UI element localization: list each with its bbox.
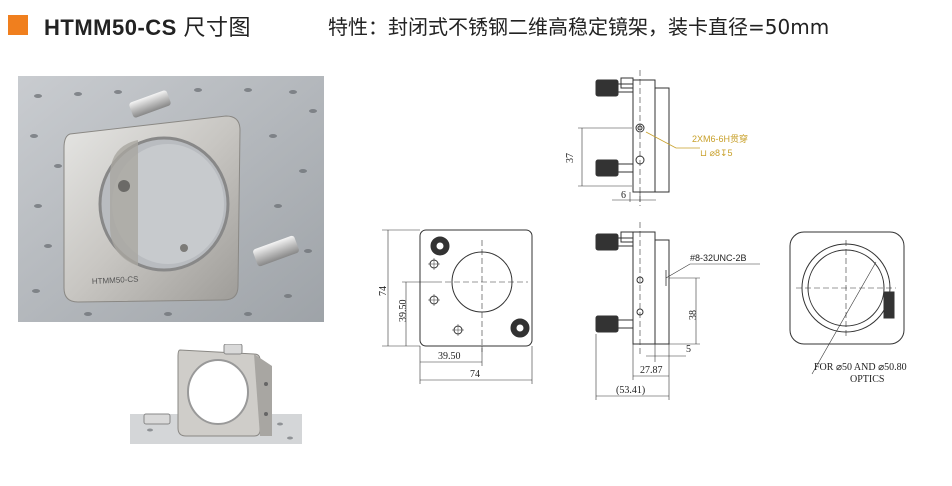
model-suffix: 尺寸图 (183, 15, 251, 40)
model-name: HTMM50-CS (44, 15, 177, 40)
features-text: 特性：封闭式不锈钢二维高稳定镜架，装卡直径=50mm (328, 15, 830, 39)
dim-38: 38 (688, 310, 699, 320)
optics-line2: OPTICS (850, 374, 884, 385)
callout-line1: 2XM6-6H贯穿 (692, 133, 748, 144)
side-view (595, 222, 760, 400)
dim-6: 6 (621, 190, 626, 201)
front-view (382, 229, 533, 384)
rear-view (789, 231, 905, 375)
top-view (578, 70, 700, 206)
title-marker (8, 15, 28, 35)
product-photo-front: HTMM50-CS (18, 76, 324, 322)
header: HTMM50-CS 尺寸图 特性：封闭式不锈钢二维高稳定镜架，装卡直径=50mm (8, 8, 948, 40)
dim-74-horizontal: 74 (470, 369, 480, 380)
dim-37: 37 (565, 153, 576, 163)
dim-39-50-horizontal: 39.50 (438, 351, 461, 362)
optics-line1: FOR ⌀50 AND ⌀50.80 (814, 362, 907, 373)
engraving-text: HTMM50-CS (92, 275, 139, 286)
page-title: HTMM50-CS 尺寸图 (44, 10, 251, 42)
callout-line2: ⊔ ⌀8↧5 (700, 148, 733, 158)
dim-5: 5 (686, 344, 691, 355)
dim-39-50-vertical: 39.50 (398, 300, 409, 323)
dim-74-vertical: 74 (378, 286, 389, 296)
dim-53-41: (53.41) (616, 385, 645, 396)
thread-label: #8-32UNC-2B (690, 253, 747, 263)
dim-27-87: 27.87 (640, 365, 663, 376)
product-photo-angled (130, 344, 302, 444)
